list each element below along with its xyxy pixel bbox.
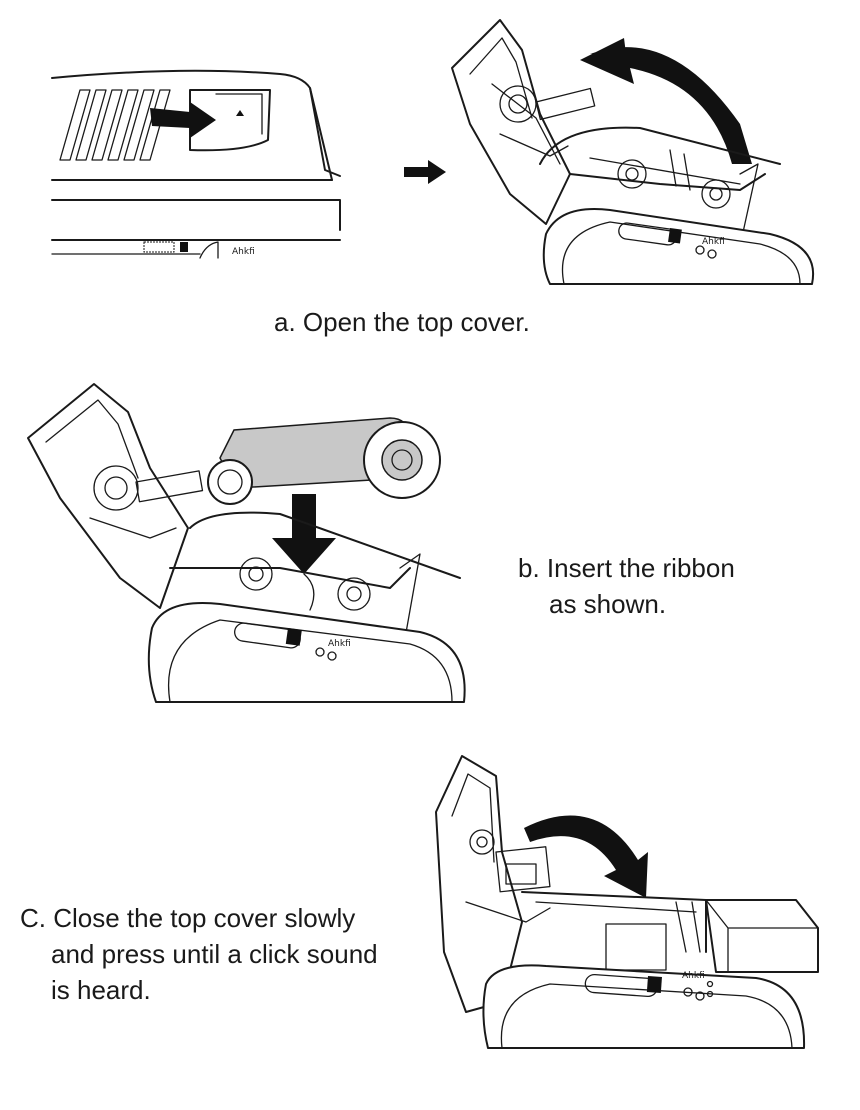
panel-label: Ahkfi [328, 639, 351, 649]
barcode-mark [143, 241, 188, 253]
step-b-line-2: as shown. [549, 589, 667, 619]
step-c-line-3: is heard. [51, 975, 151, 1005]
printer-front [482, 964, 806, 1049]
step-b-line-1: b. Insert the ribbon [518, 553, 735, 583]
insert-direction-arrow-icon [272, 494, 336, 574]
vent-slots [59, 89, 171, 161]
open-cover [435, 755, 523, 1013]
cover-latch [189, 89, 271, 152]
push-arrow-icon [150, 102, 216, 138]
ribbon-cartridge [207, 417, 441, 505]
panel-label: Ahkfi [232, 247, 255, 257]
printer-front [147, 602, 466, 703]
panel-label: Ahkfi [702, 237, 725, 247]
output-hopper [705, 899, 819, 973]
open-direction-arrow-icon [580, 38, 752, 164]
close-direction-arrow-icon [524, 815, 648, 898]
next-step-arrow-icon [402, 158, 450, 186]
step-b-ribbon-illustration: Ahkfi [20, 378, 470, 708]
panel-label: Ahkfi [682, 971, 705, 981]
printer-front [542, 208, 815, 285]
step-c-line-2: and press until a click sound [51, 939, 378, 969]
step-c-line-1: C. Close the top cover slowly [20, 903, 356, 933]
step-a-caption: a. Open the top cover. [274, 304, 530, 340]
step-a-open-printer-illustration: Ahkfi [440, 14, 820, 294]
step-b-caption: b. Insert the ribbon as shown. [518, 550, 735, 622]
step-c-caption: C. Close the top cover slowly and press … [20, 900, 378, 1008]
step-c-closing-printer-illustration: Ahkfi [426, 752, 826, 1052]
open-cover [451, 19, 571, 225]
step-a-closed-printer-illustration: Ahkfi [40, 60, 350, 260]
step-a-line-1: a. Open the top cover. [274, 307, 530, 337]
